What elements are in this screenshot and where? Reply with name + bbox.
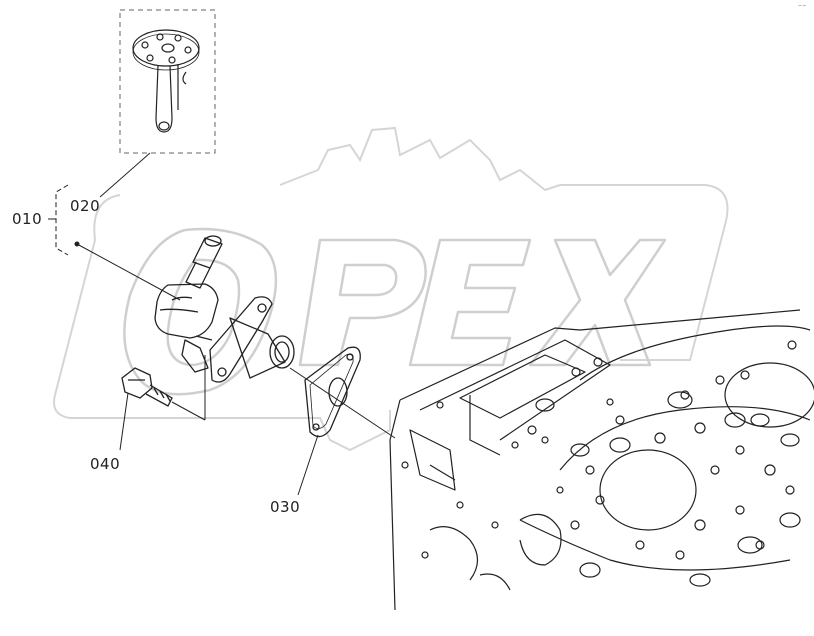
- bolt-axis: [171, 401, 206, 421]
- leader-030: [297, 434, 319, 496]
- leader-040: [119, 392, 129, 451]
- watermark-letters: [123, 227, 667, 396]
- engine-block-drawing: [389, 309, 814, 611]
- callout-020[interactable]: 020: [70, 197, 101, 215]
- corner-mark: ⁻⁻: [798, 2, 807, 11]
- leader-020: [99, 152, 151, 198]
- callout-010[interactable]: 010: [12, 210, 43, 228]
- mount-axis: [289, 367, 396, 439]
- callout-030[interactable]: 030: [270, 498, 301, 516]
- leader-pump: [76, 243, 181, 301]
- gasket-030-drawing: [304, 346, 361, 438]
- bolt-040-drawing: [121, 367, 173, 407]
- watermark-gear: [53, 126, 729, 452]
- callout-040[interactable]: 040: [90, 455, 121, 473]
- part-020-box: [119, 9, 216, 154]
- bracket-010: [55, 184, 69, 256]
- fuel-pump-drawing: [154, 235, 295, 383]
- part-020-drawing: [132, 29, 200, 133]
